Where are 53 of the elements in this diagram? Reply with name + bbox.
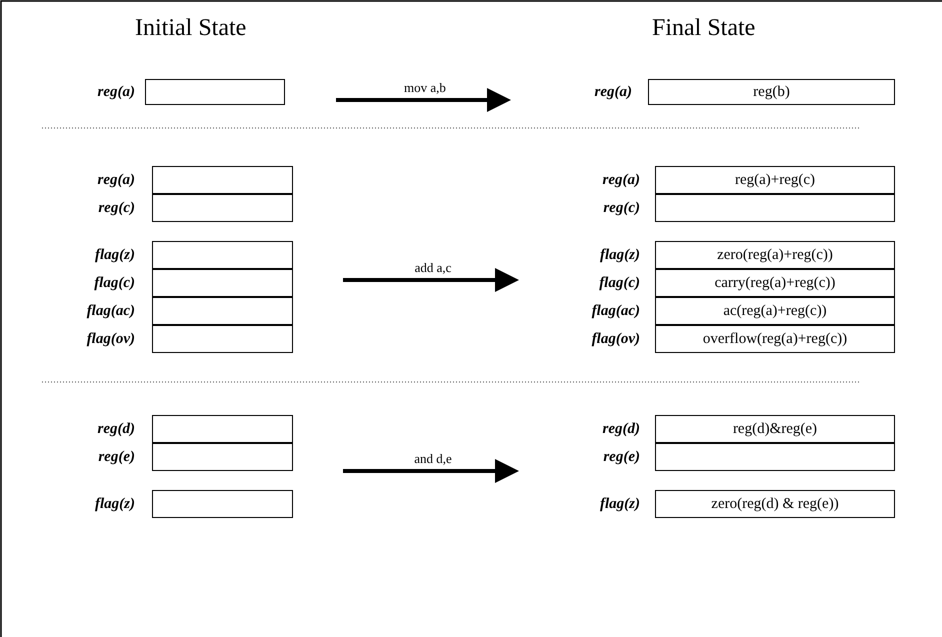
instruction-label: and d,e — [414, 451, 452, 467]
empty-box — [152, 325, 293, 353]
row-label: flag(ov) — [86, 330, 135, 348]
value-box — [655, 269, 895, 297]
value-text: overflow(reg(a)+reg(c)) — [702, 330, 848, 348]
row-label: reg(a) — [98, 172, 135, 188]
row-label: reg(a) — [602, 172, 640, 188]
row-label: reg(c) — [98, 200, 135, 216]
value-box — [655, 166, 895, 194]
row-label: flag(z) — [600, 496, 640, 512]
empty-box — [152, 269, 293, 297]
value-box — [655, 297, 895, 325]
empty-box — [152, 415, 293, 443]
row-label: flag(ac) — [592, 302, 640, 320]
empty-box — [152, 241, 293, 269]
row-label: reg(a) — [594, 84, 632, 100]
value-text: ac(reg(a)+reg(c)) — [723, 302, 827, 320]
row-label: reg(d) — [602, 420, 640, 438]
empty-box — [152, 166, 293, 194]
column-heading: Final State — [652, 14, 756, 42]
row-label: reg(e) — [603, 448, 640, 466]
instruction-label: add a,c — [414, 260, 452, 276]
empty-box — [145, 79, 285, 105]
empty-box — [152, 490, 293, 518]
empty-box — [655, 443, 895, 471]
value-text: reg(b) — [753, 84, 790, 100]
value-text: zero(reg(d) & reg(e)) — [711, 496, 839, 512]
row-label: reg(e) — [98, 448, 135, 466]
row-label: flag(z) — [95, 496, 135, 512]
empty-box — [152, 194, 293, 222]
row-label: flag(z) — [95, 246, 135, 264]
value-box — [655, 325, 895, 353]
value-box — [655, 241, 895, 269]
empty-box — [152, 297, 293, 325]
value-box — [655, 415, 895, 443]
value-text: carry(reg(a)+reg(c)) — [714, 274, 836, 292]
value-box — [655, 490, 895, 518]
value-text: reg(d)&reg(e) — [732, 420, 818, 438]
row-label: flag(c) — [599, 274, 640, 292]
row-label: flag(ov) — [592, 330, 640, 348]
row-label: reg(c) — [603, 200, 640, 216]
value-text: reg(a)+reg(c) — [734, 172, 816, 188]
row-label: reg(a) — [98, 84, 135, 100]
instruction-label: mov a,b — [404, 80, 446, 96]
empty-box — [655, 194, 895, 222]
value-box — [648, 79, 895, 105]
row-label: flag(c) — [94, 274, 135, 292]
value-text: zero(reg(a)+reg(c)) — [717, 246, 833, 264]
empty-box — [152, 443, 293, 471]
column-heading: Initial State — [135, 14, 246, 42]
row-label: reg(d) — [98, 420, 135, 438]
row-label: flag(z) — [600, 246, 640, 264]
row-label: flag(ac) — [86, 302, 135, 320]
